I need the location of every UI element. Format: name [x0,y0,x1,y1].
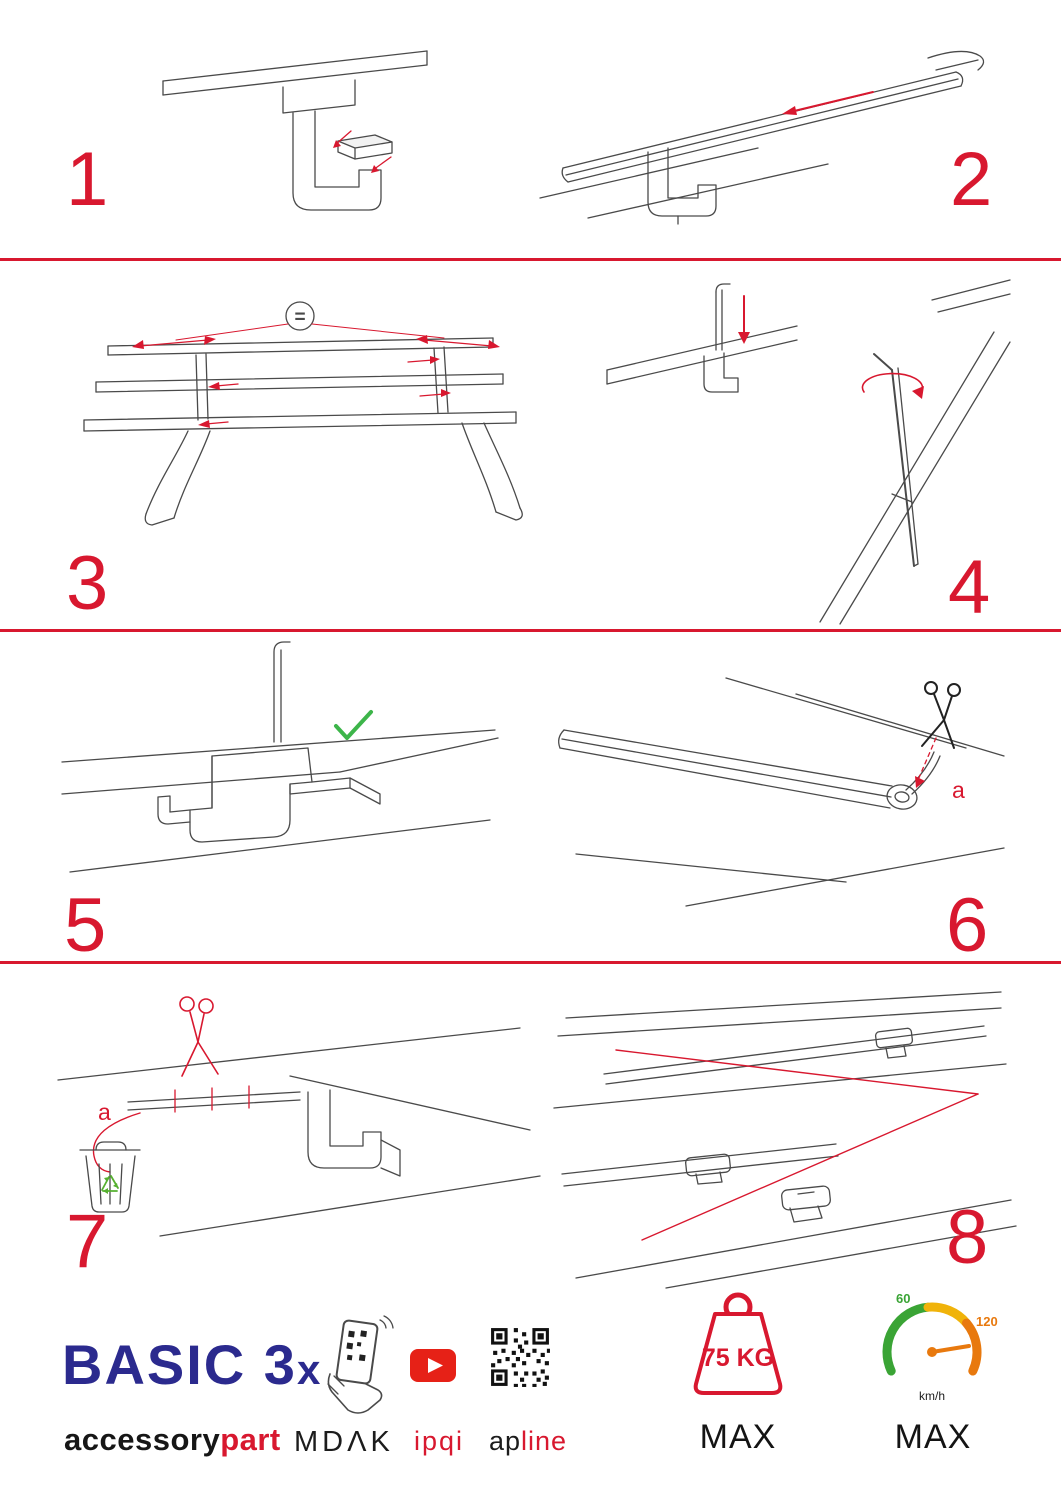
brand-red: part [220,1422,281,1457]
section-divider-2 [0,629,1061,632]
phone-scan-icon [327,1315,394,1414]
adjust-arrows [198,356,451,428]
apline-logo: apline [489,1426,567,1457]
step-6-number: 6 [946,883,989,968]
recycle-icon [101,1175,119,1194]
adapter-piece-middle [685,1153,731,1185]
max-speed-label: MAX [894,1418,972,1456]
youtube-icon [410,1349,456,1382]
step-5-number: 5 [64,883,107,968]
section-divider-3 [0,961,1061,964]
speed-tick-120: 120 [976,1314,998,1329]
speed-unit: km/h [919,1389,945,1403]
step-3-number: 3 [66,541,109,626]
cut-label-a: a [98,1099,111,1125]
scissors-icon [179,996,219,1077]
step-2-illustration [539,50,985,225]
step-1-illustration [162,50,428,211]
step-6-illustration: a [558,677,1005,907]
scissors-icon [921,681,961,749]
speedometer-icon: 60 120 km/h [882,1291,998,1403]
step-5-illustration [61,641,499,873]
cut-marks [174,1085,250,1113]
trash-can-icon [79,1141,141,1213]
step-8-number: 8 [946,1195,989,1280]
apline-red: line [521,1426,568,1456]
adapter-piece-top [874,1027,914,1059]
step-7-number: 7 [66,1199,109,1284]
checkmark-icon [334,710,373,740]
insert-arrows [333,130,392,173]
allen-key [873,353,919,567]
step-4-illustration [606,279,1011,625]
discarded-strip [92,1112,141,1173]
product-logo: BASIC 3x [62,1332,322,1397]
brand-black: accessory [64,1422,221,1457]
product-multiplier: x [296,1346,323,1393]
rotation-arrow [861,372,924,399]
step-2-number: 2 [950,137,993,222]
max-weight-icon: 75 KG [693,1292,783,1395]
slide-arrow [782,91,874,115]
step-1-number: 1 [66,137,109,222]
mdak-logo: MDΛK [294,1426,394,1458]
insert-down-arrow [738,295,750,344]
max-weight-label: MAX [699,1418,777,1456]
apline-black: ap [489,1426,522,1456]
alignment-lines [615,1049,979,1241]
speed-tick-60: 60 [896,1291,910,1306]
qr-code-icon [491,1328,550,1387]
brand-wordmark: accessorypart [64,1422,281,1458]
cut-label-a: a [952,777,965,803]
cut-line [917,737,937,781]
product-name: BASIC 3 [62,1333,297,1396]
step-4-number: 4 [948,545,991,630]
section-divider-1 [0,258,1061,261]
step-8-illustration [553,991,1017,1289]
adapter-piece-bottom [781,1185,831,1223]
ipqi-logo: ipqi [414,1426,465,1456]
dimension-arrows [132,335,500,349]
step-7-illustration: a [57,996,541,1237]
max-weight-value: 75 KG [702,1344,774,1372]
step-3-illustration: = [83,301,523,526]
speedometer-needle [930,1344,971,1354]
equal-sign-annotation: = [294,307,305,328]
